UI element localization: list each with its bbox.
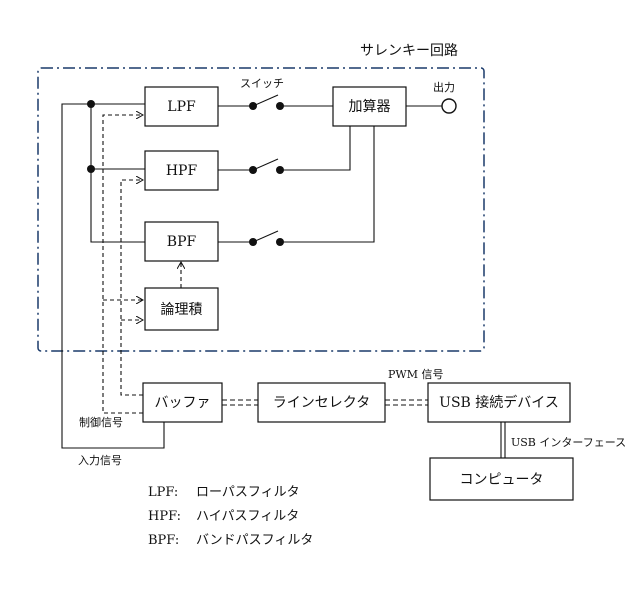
legend-abbr: HPF:	[148, 509, 181, 524]
buffer-block	[142, 382, 223, 423]
usb-device-label: USB 接続デバイス	[439, 394, 559, 411]
legend-desc: バンドパスフィルタ	[196, 533, 313, 548]
line-selector-block	[257, 382, 386, 423]
diagram-title: サレンキー回路	[360, 43, 458, 59]
computer-label: コンピュータ	[460, 472, 544, 488]
usb-device-block	[427, 382, 571, 423]
output-terminal-icon	[441, 98, 457, 114]
bpf-block	[144, 221, 219, 262]
lpf-block	[144, 86, 219, 127]
adder-block	[332, 86, 407, 127]
control-signal-label: 制御信号	[79, 415, 123, 429]
hpf-label: HPF	[166, 163, 198, 179]
computer-block	[429, 457, 574, 501]
bpf-label: BPF	[167, 234, 197, 250]
lpf-label: LPF	[167, 99, 196, 115]
legend-desc: ローパスフィルタ	[196, 485, 300, 500]
buffer-label: バッファ	[155, 395, 211, 411]
input-signal-label: 入力信号	[78, 454, 122, 467]
adder-label: 加算器	[349, 99, 391, 115]
switch-label: スイッチ	[240, 77, 284, 90]
line-selector-label: ラインセレクタ	[273, 395, 370, 411]
legend-abbr: LPF:	[148, 485, 178, 500]
legend-abbr: BPF:	[148, 533, 179, 548]
circuit-boundary	[37, 67, 485, 352]
and-label: 論理積	[161, 302, 203, 318]
output-label: 出力	[433, 80, 455, 94]
and-block	[144, 287, 219, 331]
pwm-signal-label: PWM 信号	[388, 368, 443, 381]
usb-interface-label: USB インターフェース	[511, 436, 626, 449]
legend-desc: ハイパスフィルタ	[196, 509, 299, 524]
legend: LPF: ローパスフィルタ HPF: ハイパスフィルタ BPF: バンドパスフィ…	[148, 485, 313, 548]
